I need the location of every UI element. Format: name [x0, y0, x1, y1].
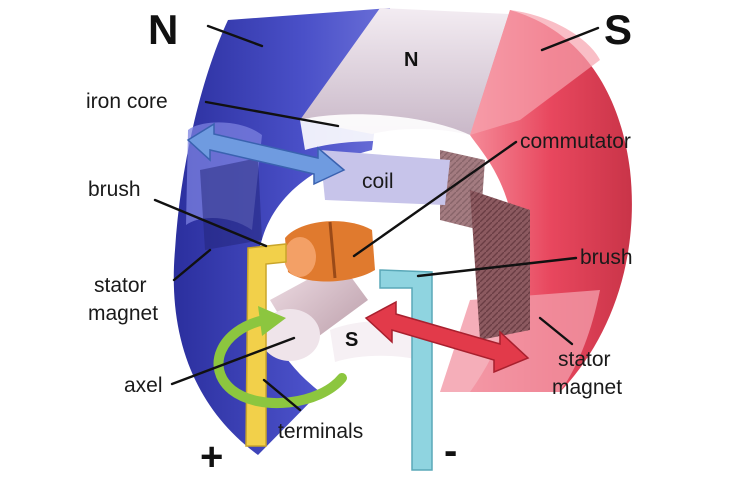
- pole-north-label: N: [148, 6, 178, 53]
- commutator-end: [284, 237, 316, 277]
- leader-brush-left: [153, 198, 268, 248]
- rotation-arrow-head: [258, 306, 286, 336]
- leader-commutator: [352, 140, 518, 258]
- armature-winding-back: [440, 150, 485, 230]
- commutator-gap: [328, 221, 337, 279]
- leader-stator-left: [172, 248, 212, 282]
- pole-south-label: S: [604, 6, 632, 53]
- leader-terminals: [262, 378, 302, 412]
- leader-south: [540, 26, 600, 52]
- leader-stator-right: [538, 316, 574, 346]
- stator-left-label-2: magnet: [88, 302, 158, 325]
- rotor-south-label: S: [345, 329, 358, 351]
- leader-axel: [170, 336, 296, 386]
- polarity-plus-label: +: [200, 435, 223, 479]
- armature-winding: [470, 190, 530, 340]
- commutator-label: commutator: [520, 130, 631, 153]
- leader-brush-right: [416, 256, 578, 278]
- iron-core-rotor: [300, 8, 510, 135]
- stator-right-label-2: magnet: [552, 376, 622, 399]
- terminals-label: terminals: [278, 420, 363, 443]
- north-magnet-shadow: [200, 158, 262, 250]
- brush-minus: [379, 269, 433, 471]
- stator-left-label-1: stator: [94, 274, 147, 297]
- lower-force-arrow: [364, 300, 530, 374]
- axel-label: axel: [124, 374, 163, 397]
- iron-core-face: [300, 114, 470, 150]
- rotation-arrow: [213, 315, 347, 409]
- coil-block: [320, 150, 450, 205]
- iron-core-label: iron core: [86, 90, 168, 113]
- brush-right-label: brush: [580, 246, 633, 269]
- leader-north: [206, 24, 264, 48]
- brush-left-label: brush: [88, 178, 141, 201]
- polarity-minus-label: -: [444, 429, 457, 473]
- rotor-north-label: N: [404, 49, 418, 71]
- leader-iron-core: [204, 100, 340, 128]
- coil-force-arrow: [186, 122, 346, 186]
- brush-plus: [245, 243, 287, 447]
- stator-right-label-1: stator: [558, 348, 611, 371]
- coil-label: coil: [362, 170, 394, 193]
